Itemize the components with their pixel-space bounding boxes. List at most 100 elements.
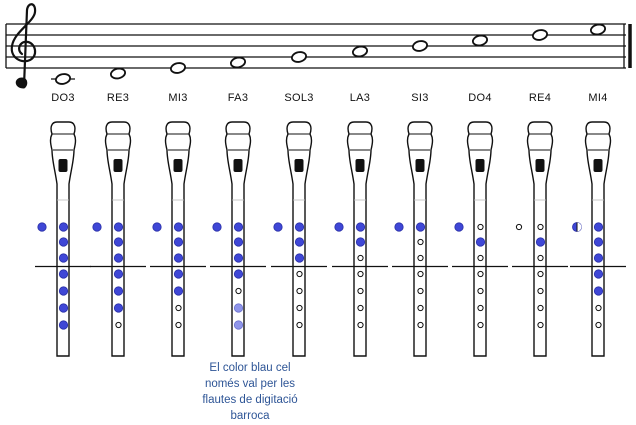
finger-hole — [173, 253, 184, 263]
recorder — [526, 121, 554, 357]
finger-hole — [233, 222, 244, 232]
finger-hole — [173, 286, 184, 296]
finger-hole — [113, 253, 124, 263]
finger-hole — [235, 287, 242, 295]
finger-hole — [537, 270, 544, 278]
recorder — [584, 121, 612, 357]
finger-hole — [537, 287, 544, 295]
note-label: DO3 — [51, 92, 75, 104]
recorder-window — [113, 159, 123, 172]
finger-hole — [58, 253, 69, 263]
note-label: DO4 — [468, 92, 492, 104]
finger-hole — [233, 303, 244, 313]
baroque-color-note: El color blau cel només val per les flau… — [185, 360, 315, 424]
finger-hole — [357, 270, 364, 278]
finger-hole — [477, 270, 484, 278]
staff-note — [351, 45, 369, 58]
finger-hole — [417, 287, 424, 295]
recorder-window — [593, 159, 603, 172]
treble-clef-icon — [10, 3, 37, 89]
thumb-hole — [394, 222, 404, 232]
thumb-hole — [454, 222, 464, 232]
thumb-hole — [334, 222, 344, 232]
finger-hole — [417, 321, 424, 329]
caption-line: barroca — [230, 410, 270, 422]
finger-hole — [58, 269, 69, 279]
finger-hole — [296, 321, 303, 329]
finger-hole — [233, 253, 244, 263]
finger-hole — [113, 237, 124, 247]
finger-hole — [595, 304, 602, 312]
thumb-hole — [572, 222, 582, 232]
staff-note — [411, 40, 429, 52]
finger-hole — [537, 321, 544, 329]
recorder-window — [415, 159, 425, 172]
finger-hole — [535, 237, 546, 247]
note-head — [351, 45, 369, 58]
thumb-hole — [515, 223, 523, 231]
staff-note — [51, 73, 75, 85]
note-head — [109, 67, 127, 80]
staff-note — [531, 29, 549, 41]
finger-hole — [58, 303, 69, 313]
finger-hole — [113, 286, 124, 296]
note-label: RE3 — [106, 92, 130, 104]
finger-hole — [475, 237, 486, 247]
thumb-hole — [152, 222, 162, 232]
note-label: SI3 — [411, 92, 429, 104]
finger-hole — [296, 304, 303, 312]
note-label: LA3 — [349, 92, 371, 104]
note-head — [229, 56, 247, 69]
finger-hole — [477, 223, 484, 231]
staff-note — [109, 67, 127, 80]
thumb-hole — [37, 222, 47, 232]
recorder-window — [355, 159, 365, 172]
staff-note — [589, 23, 607, 36]
finger-hole — [357, 287, 364, 295]
finger-hole — [417, 238, 424, 246]
note-head — [589, 23, 607, 36]
note-label: RE4 — [528, 92, 552, 104]
finger-hole — [296, 270, 303, 278]
finger-hole — [58, 237, 69, 247]
note-label: MI3 — [168, 92, 188, 104]
staff-note — [229, 56, 247, 69]
staff-lines — [6, 23, 626, 69]
recorder-window — [58, 159, 68, 172]
staff-note — [290, 51, 308, 63]
caption-line: flautes de digitació — [202, 394, 298, 406]
thumb-hole — [273, 222, 283, 232]
finger-hole — [173, 222, 184, 232]
finger-hole — [417, 304, 424, 312]
note-head — [169, 62, 187, 74]
finger-hole — [537, 254, 544, 262]
finger-hole — [357, 254, 364, 262]
recorder — [224, 121, 252, 357]
finger-hole — [175, 321, 182, 329]
finger-hole — [357, 304, 364, 312]
finger-hole — [173, 237, 184, 247]
recorder — [406, 121, 434, 357]
recorder — [466, 121, 494, 357]
finger-hole — [417, 270, 424, 278]
caption-line: El color blau cel — [209, 362, 291, 374]
recorder-window — [475, 159, 485, 172]
finger-hole — [355, 222, 366, 232]
note-label: SOL3 — [284, 92, 314, 104]
finger-hole — [477, 287, 484, 295]
note-head — [471, 34, 489, 47]
recorder-window — [233, 159, 243, 172]
recorder-window — [173, 159, 183, 172]
recorder-window — [535, 159, 545, 172]
thumb-hole — [92, 222, 102, 232]
finger-hole — [233, 269, 244, 279]
staff-note — [471, 34, 489, 47]
finger-hole — [113, 269, 124, 279]
note-head — [531, 29, 549, 41]
recorder — [346, 121, 374, 357]
finger-hole — [593, 286, 604, 296]
finger-hole — [58, 320, 69, 330]
finger-hole — [233, 237, 244, 247]
recorder — [104, 121, 132, 357]
note-head — [54, 73, 72, 85]
